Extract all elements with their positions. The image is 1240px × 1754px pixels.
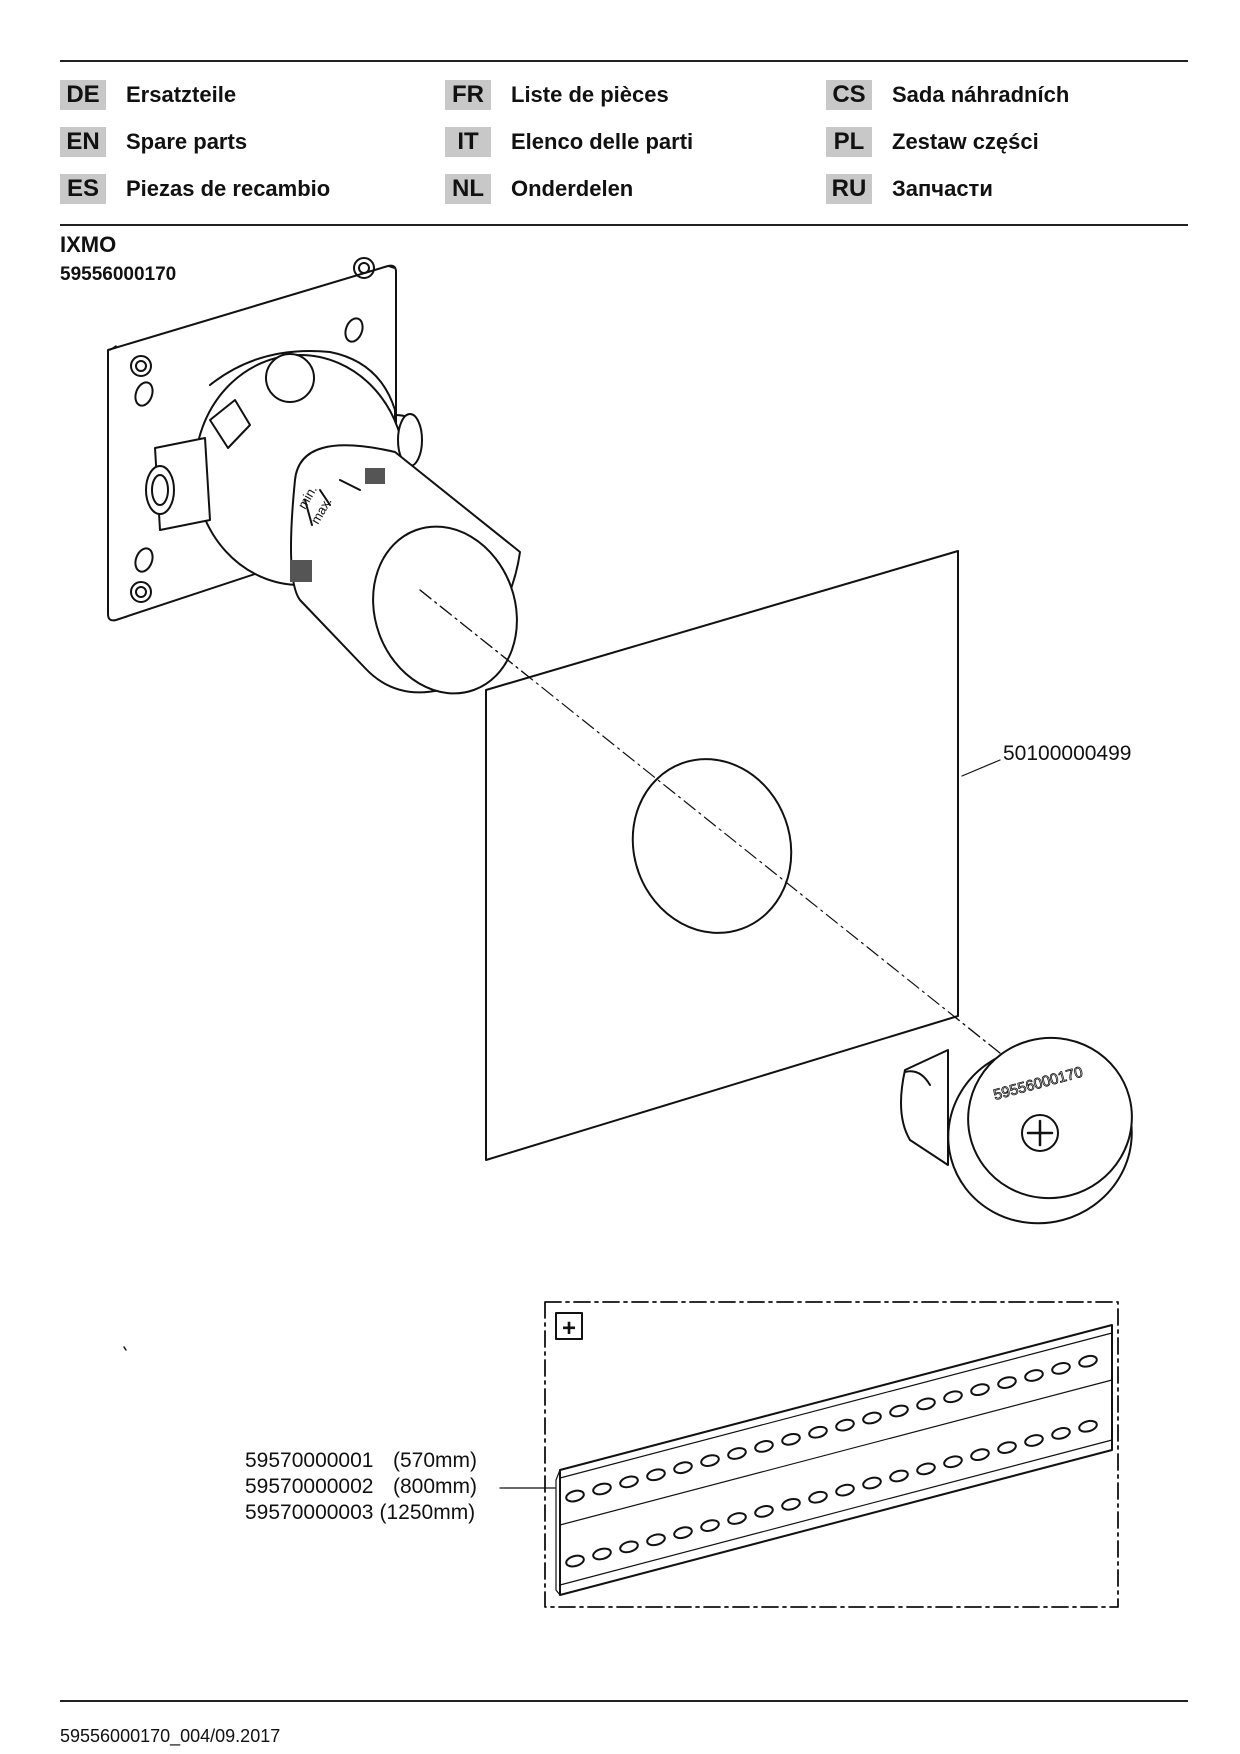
rail-slot (1078, 1354, 1098, 1368)
lang-row-ru: RU Запчасти (826, 172, 993, 206)
rail-slot (997, 1441, 1017, 1454)
rail-part-length: (570mm) (393, 1449, 478, 1472)
lang-label: Ersatzteile (126, 82, 237, 107)
lang-code: FR (445, 80, 491, 110)
cover-cap: 59556000170 (900, 1036, 1133, 1225)
lang-label: Piezas de recambio (126, 176, 331, 201)
rail-slot (673, 1461, 693, 1475)
lang-row-en: EN Spare parts (60, 125, 247, 159)
rail-slot (970, 1448, 990, 1462)
lang-label: Запчасти (892, 176, 993, 201)
rail-slot (619, 1475, 639, 1489)
panel-part-number: 50100000499 (1003, 742, 1132, 765)
product-number: 59556000170 (60, 264, 177, 285)
rail-slot (754, 1440, 774, 1453)
lang-row-cs: CS Sada náhradních (826, 78, 1069, 112)
rail-part-row: 59570000001 (570mm) (245, 1448, 477, 1474)
rail-slot (727, 1447, 747, 1460)
lang-code: PL (826, 127, 872, 157)
lang-row-it: IT Elenco delle parti (445, 125, 693, 159)
rail-slot (592, 1482, 612, 1496)
lang-row-fr: FR Liste de pièces (445, 78, 669, 112)
rail-slot (808, 1425, 828, 1439)
wall-panel (419, 550, 1041, 1161)
lang-label: Spare parts (126, 129, 248, 154)
rail-slot (1024, 1434, 1044, 1447)
mounting-rail (555, 1324, 1113, 1596)
rail-slot (835, 1418, 855, 1432)
lang-row-de: DE Ersatzteile (60, 78, 236, 112)
rail-slot (889, 1469, 909, 1483)
rail-slot (700, 1454, 720, 1467)
product-name: IXMO (60, 232, 117, 257)
rail-slot (646, 1468, 666, 1482)
rail-slot (592, 1547, 612, 1561)
rail-slot (835, 1483, 855, 1497)
detail-box (544, 1301, 1119, 1608)
rail-slot (565, 1554, 585, 1568)
rail-slot (997, 1376, 1017, 1389)
rail-slot (619, 1540, 639, 1554)
rail-slot (862, 1411, 882, 1425)
lang-label: Onderdelen (511, 176, 634, 201)
lang-row-nl: NL Onderdelen (445, 172, 633, 206)
rail-slot (565, 1489, 585, 1503)
lang-code: NL (445, 174, 491, 204)
valve-body: min. max. (145, 349, 521, 695)
rail-slot (943, 1455, 963, 1469)
rail-part-number: 59570000002 (245, 1475, 374, 1498)
rail-slot (889, 1404, 909, 1418)
lang-code: CS (826, 80, 872, 110)
rail-slot (646, 1533, 666, 1547)
rail-slot (943, 1390, 963, 1404)
rail-slot (754, 1505, 774, 1518)
rail-part-row: 59570000002 (800mm) (245, 1474, 477, 1500)
lang-code: ES (60, 174, 106, 204)
rail-slot (700, 1519, 720, 1532)
rail-slot (781, 1432, 801, 1446)
rail-slot (916, 1397, 936, 1411)
rail-slot (727, 1512, 747, 1525)
rail-slot (916, 1462, 936, 1476)
lang-code: EN (60, 127, 106, 157)
top-rule (60, 60, 1188, 62)
rail-slot (1078, 1419, 1098, 1433)
lang-code: DE (60, 80, 106, 110)
rail-part-number: 59570000001 (245, 1449, 374, 1472)
lang-label: Zestaw części (892, 129, 1039, 154)
rail-slot (1051, 1362, 1071, 1375)
panel-leader (961, 759, 1001, 777)
rail-slot (1024, 1369, 1044, 1382)
rail-part-list: 59570000001 (570mm) 59570000002 (800mm) … (245, 1448, 477, 1526)
document-reference: 59556000170_004/09.2017 (60, 1726, 281, 1746)
rail-slot (862, 1476, 882, 1490)
rail-part-row: 59570000003 (1250mm) (245, 1500, 477, 1526)
lang-label: Elenco delle parti (511, 129, 694, 154)
rail-part-number: 59570000003 (245, 1501, 374, 1524)
footer-rule (60, 1700, 1188, 1702)
rail-part-length: (800mm) (393, 1475, 478, 1498)
lang-row-es: ES Piezas de recambio (60, 172, 330, 206)
rail-slot (673, 1526, 693, 1540)
lang-row-pl: PL Zestaw części (826, 125, 1039, 159)
stray-mark (123, 1346, 127, 1351)
lang-code: RU (826, 174, 872, 204)
rail-part-length: (1250mm) (379, 1501, 476, 1524)
header-bottom-rule (60, 224, 1188, 226)
lang-code: IT (445, 127, 491, 157)
lang-label: Sada náhradních (892, 82, 1070, 107)
rail-slot (970, 1383, 990, 1397)
rail-slot (808, 1490, 828, 1504)
lang-label: Liste de pièces (511, 82, 669, 107)
detail-box-marker: + (562, 1315, 576, 1342)
rail-slot (781, 1497, 801, 1511)
rail-slot (1051, 1427, 1071, 1440)
